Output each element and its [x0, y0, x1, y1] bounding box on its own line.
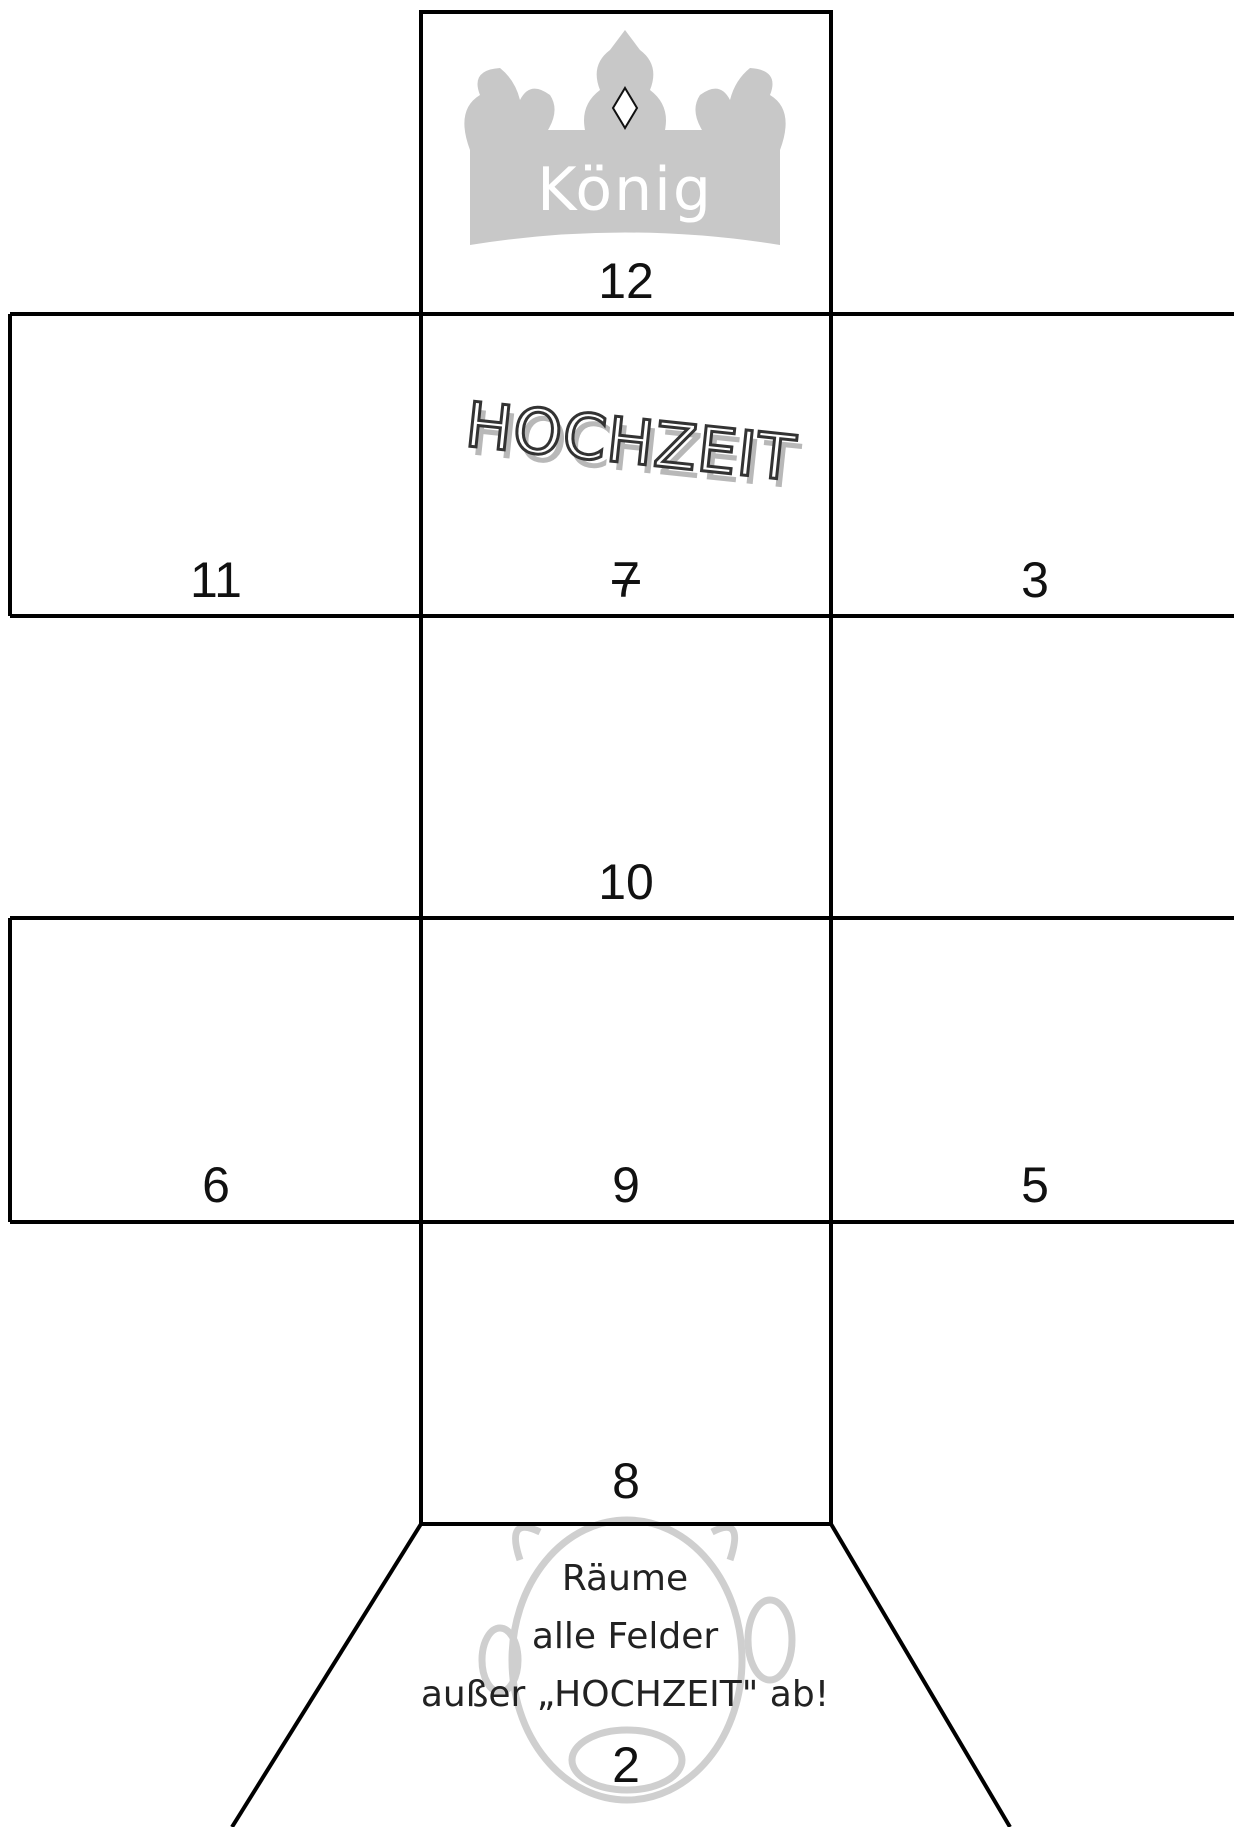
instruction-line-3: außer „HOCHZEIT" ab!	[380, 1666, 870, 1724]
crown-label: König	[490, 155, 760, 225]
field-2-number: 2	[566, 1740, 686, 1790]
instruction-line-2: alle Felder	[380, 1608, 870, 1666]
field-10-number: 10	[566, 857, 686, 907]
field-7-number: 7	[566, 555, 686, 605]
instruction-text: Räume alle Felder außer „HOCHZEIT" ab!	[380, 1550, 870, 1724]
field-6-number: 6	[156, 1160, 276, 1210]
field-5-number: 5	[975, 1160, 1095, 1210]
instruction-line-1: Räume	[380, 1550, 870, 1608]
field-11-number: 11	[156, 555, 276, 605]
field-8-number: 8	[566, 1456, 686, 1506]
field-12-number: 12	[566, 256, 686, 306]
field-9-number: 9	[566, 1160, 686, 1210]
field-3-number: 3	[975, 555, 1095, 605]
